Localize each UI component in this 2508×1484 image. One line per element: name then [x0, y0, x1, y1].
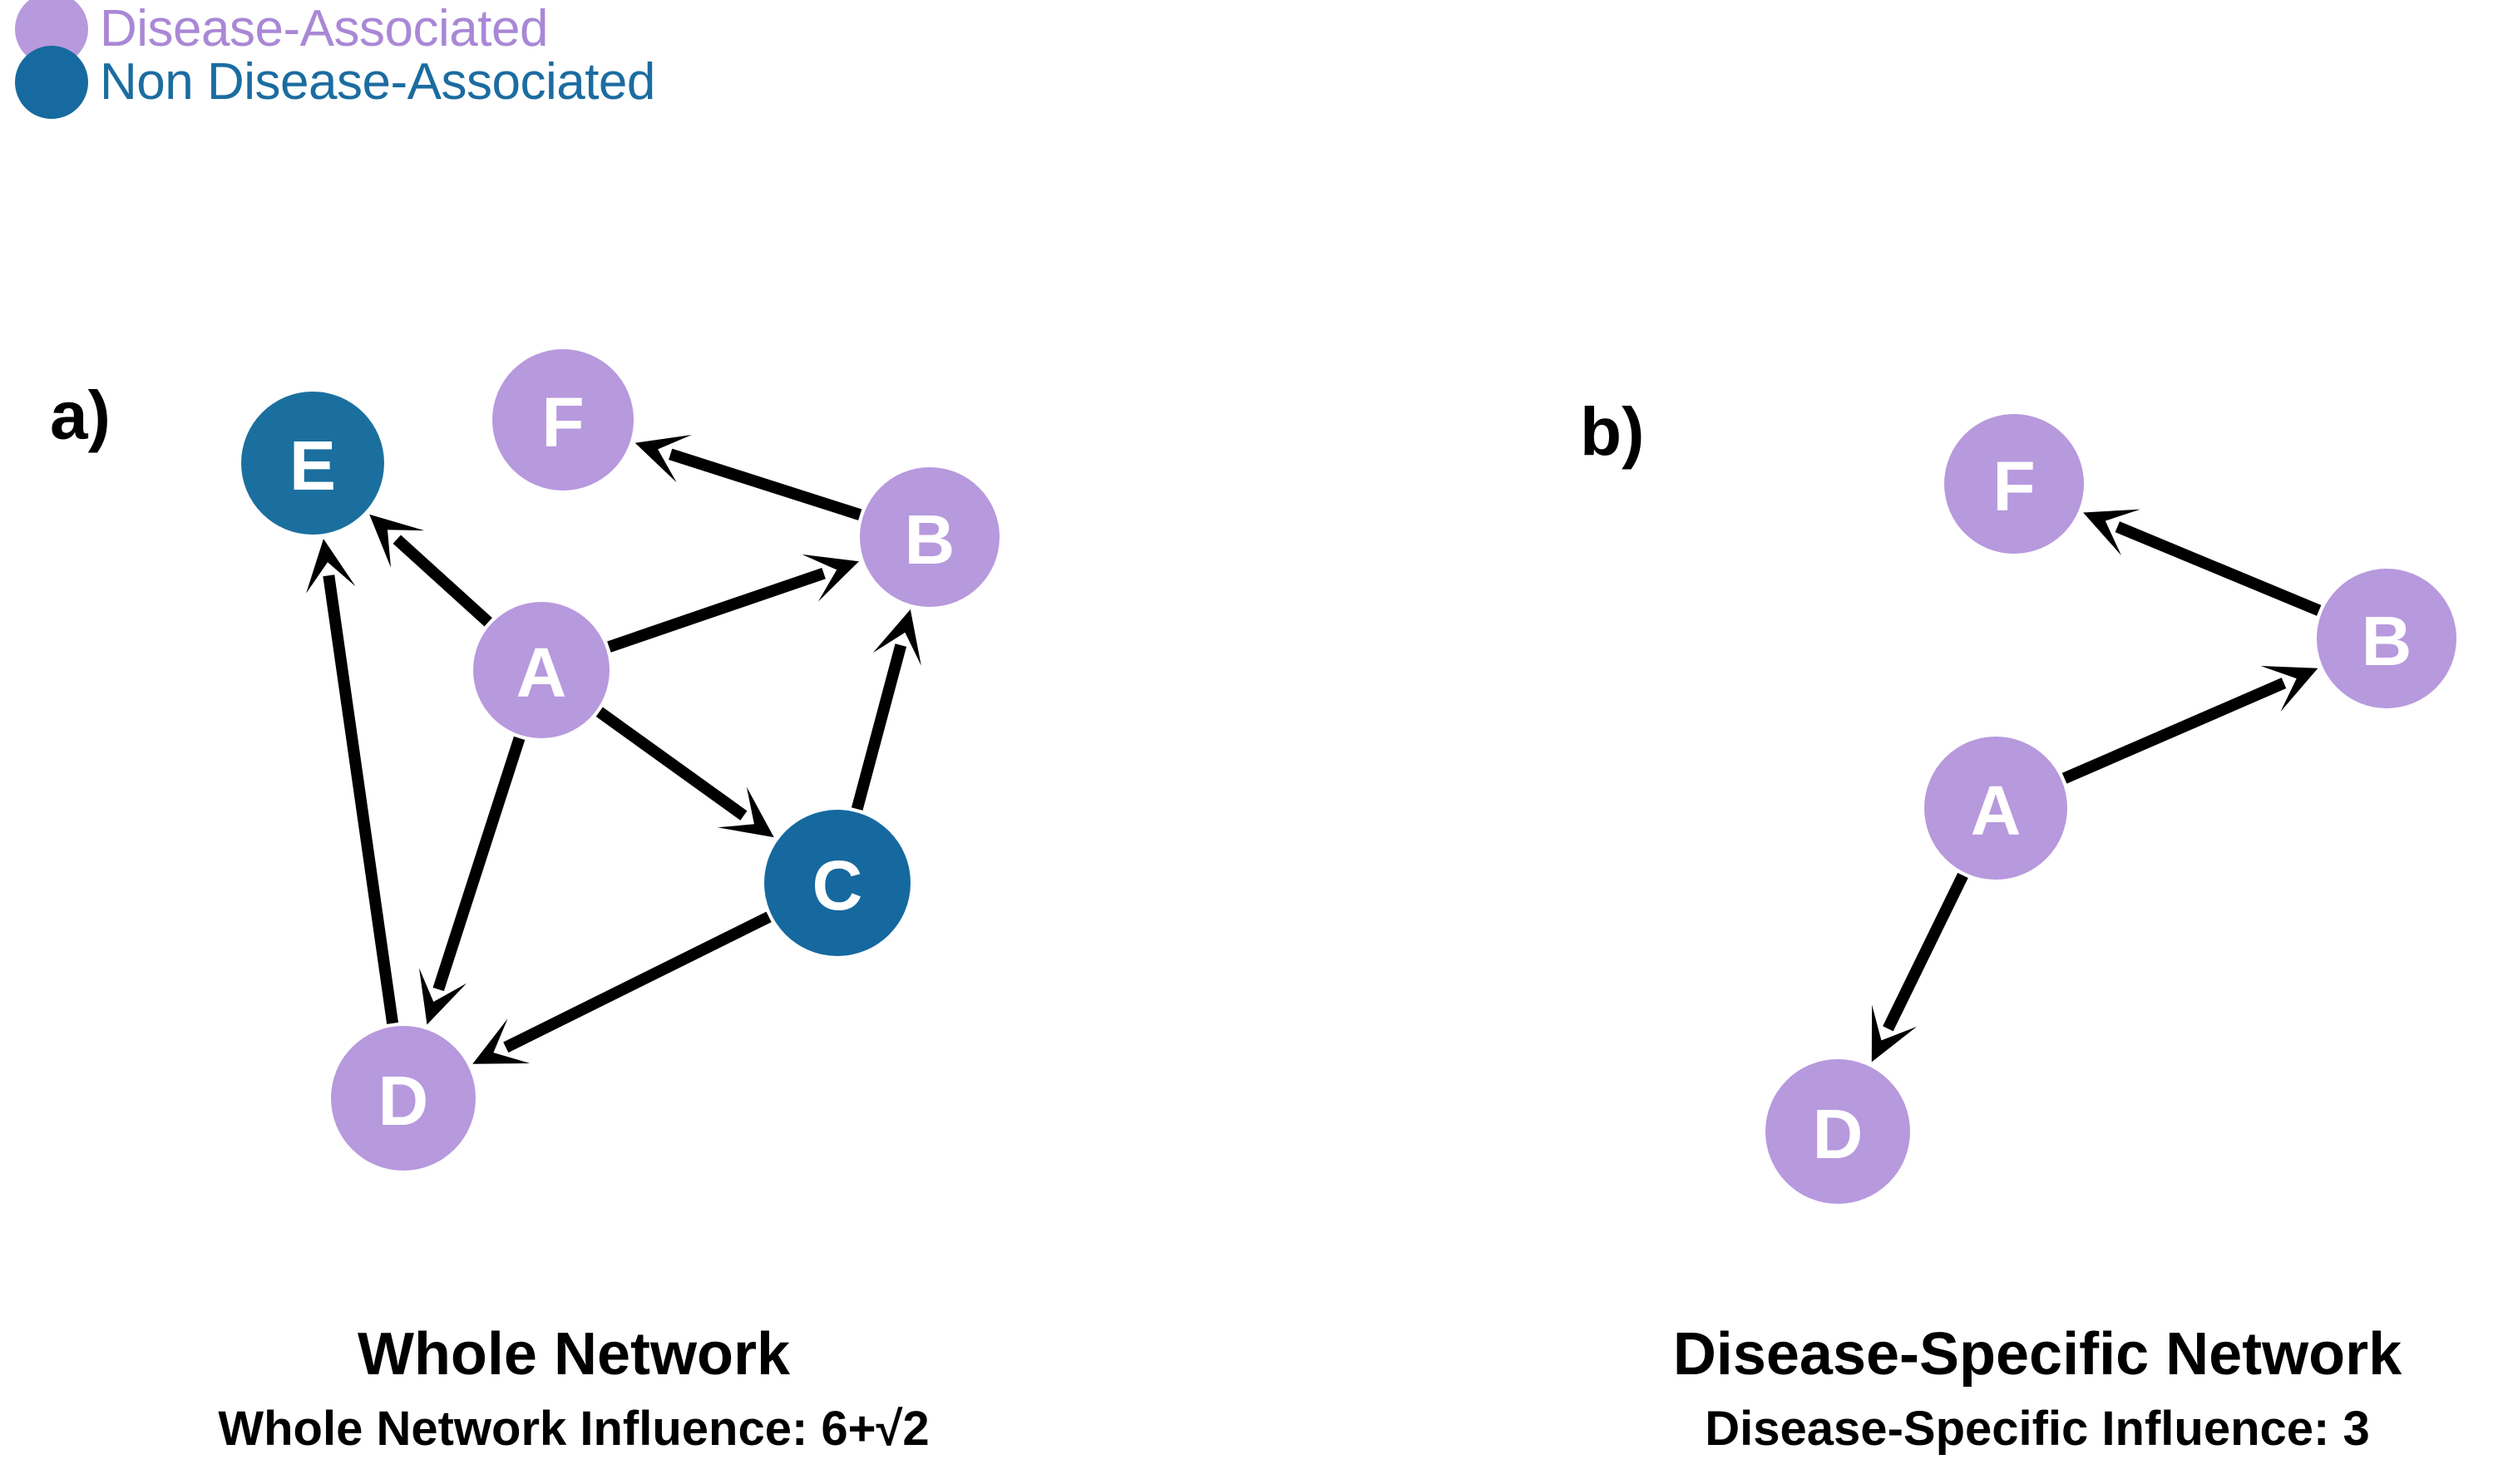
node-b-D[interactable]: D: [1765, 1059, 1910, 1204]
arrowhead-A-to-D: [1871, 1004, 1917, 1062]
node-circle-B[interactable]: [2317, 569, 2456, 708]
panel-b: F B A Db): [1580, 395, 2456, 1204]
node-a-C[interactable]: C: [764, 810, 911, 956]
node-label-D: D: [378, 1062, 429, 1140]
edge-A-to-D: [432, 736, 526, 992]
panel-a: E F B A C Da): [50, 349, 1000, 1171]
node-circle-F[interactable]: [1944, 414, 2084, 554]
node-circle-A[interactable]: [473, 602, 610, 738]
node-a-D[interactable]: D: [331, 1026, 476, 1171]
node-label-C: C: [812, 846, 863, 924]
node-a-E[interactable]: E: [241, 392, 384, 535]
arrowhead-A-to-B: [802, 554, 859, 602]
panel-a-caption-title: Whole Network: [357, 1321, 791, 1388]
node-label-A: A: [516, 634, 567, 712]
node-label-A: A: [1971, 772, 2022, 850]
node-circle-D[interactable]: [331, 1026, 476, 1171]
node-label-B: B: [2362, 602, 2412, 680]
arrowhead-C-to-D: [472, 1018, 531, 1064]
edge-A-to-B: [2061, 678, 2287, 784]
edge-A-to-E: [392, 535, 492, 627]
node-label-F: F: [541, 383, 584, 461]
node-b-A[interactable]: A: [1924, 737, 2067, 880]
arrowhead-A-to-C: [717, 786, 774, 838]
legend-label-non-disease-associated: Non Disease-Associated: [100, 53, 655, 111]
node-b-B[interactable]: B: [2317, 569, 2456, 708]
edge-C-to-D: [503, 911, 772, 1053]
node-label-D: D: [1813, 1095, 1864, 1173]
arrowhead-B-to-F: [2083, 509, 2140, 555]
arrowhead-A-to-D: [419, 968, 467, 1025]
panel-b-caption: Disease-Specific Network Disease-Specifi…: [1563, 1321, 2508, 1457]
node-label-B: B: [905, 500, 955, 579]
node-b-F[interactable]: F: [1944, 414, 2084, 554]
edge-A-to-B: [607, 567, 826, 653]
node-a-A[interactable]: A: [473, 602, 610, 738]
node-label-F: F: [1992, 447, 2035, 525]
arrowhead-A-to-B: [2260, 666, 2318, 712]
panel-a-caption-subtitle: Whole Network Influence: 6+√2: [218, 1402, 930, 1457]
arrowhead-C-to-B: [872, 609, 921, 666]
node-circle-D[interactable]: [1765, 1059, 1910, 1204]
legend-label-disease-associated: Disease-Associated: [100, 0, 548, 57]
edge-D-to-E: [323, 574, 399, 1024]
node-label-E: E: [289, 426, 336, 505]
arrowhead-D-to-E: [306, 539, 356, 594]
legend-item-non-disease-associated: Non Disease-Associated: [15, 46, 655, 119]
node-a-F[interactable]: F: [492, 349, 634, 491]
legend-item-disease-associated: Disease-Associated: [15, 0, 655, 66]
arrowhead-B-to-F: [634, 435, 692, 483]
panel-letter-b: b): [1580, 395, 1644, 471]
panel-b-caption-title: Disease-Specific Network: [1672, 1321, 2402, 1388]
edge-C-to-B: [851, 643, 907, 811]
legend-swatch-non-disease-associated: [15, 46, 88, 119]
panel-a-caption: Whole Network Whole Network Influence: 6…: [116, 1321, 1031, 1457]
node-circle-C[interactable]: [764, 810, 911, 956]
node-circle-E[interactable]: [241, 392, 384, 535]
edge-A-to-D: [1883, 872, 1968, 1032]
node-circle-F[interactable]: [492, 349, 634, 491]
panel-letter-a: a): [50, 378, 111, 454]
legend: Disease-Associated Non Disease-Associate…: [15, 0, 655, 119]
panel-b-caption-subtitle: Disease-Specific Influence: 3: [1705, 1402, 2370, 1457]
arrowhead-A-to-E: [369, 514, 425, 568]
edge-A-to-C: [595, 707, 748, 821]
node-a-B[interactable]: B: [860, 467, 1000, 607]
node-circle-A[interactable]: [1924, 737, 2067, 880]
node-circle-B[interactable]: [860, 467, 1000, 607]
edge-B-to-F: [2115, 521, 2322, 616]
edge-B-to-F: [669, 448, 862, 520]
